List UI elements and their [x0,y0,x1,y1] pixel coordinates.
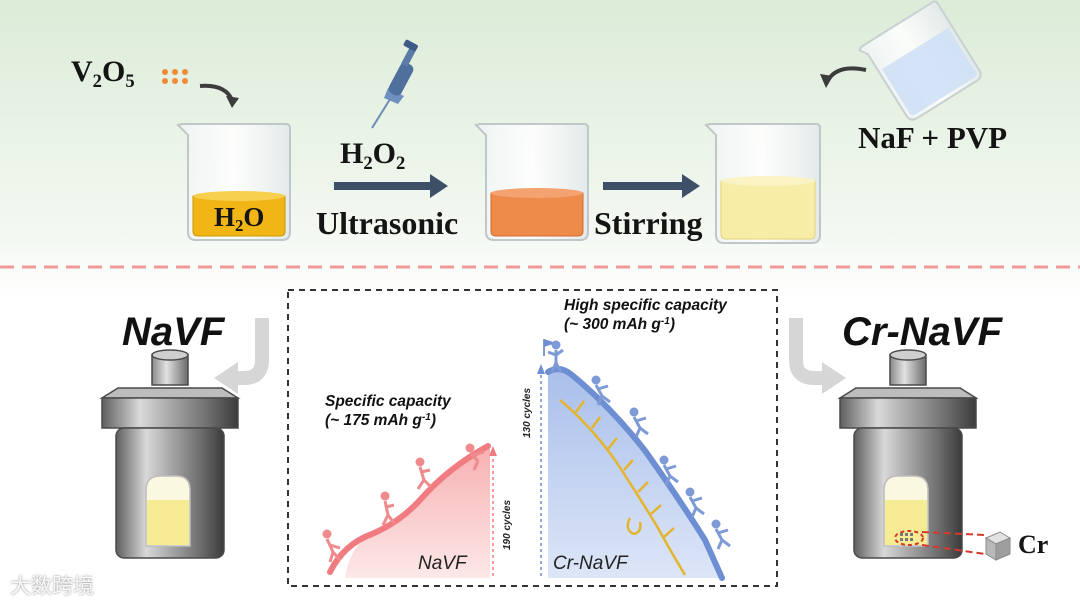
crnavf-curve-label: Cr-NaVF [553,553,628,574]
navf-cycles-label: 190 cycles [502,499,513,550]
dopant-label: Cr [1018,530,1049,559]
solvent-label: H2O [214,202,265,236]
cube-icon [984,531,1012,561]
navf-hill [327,443,491,578]
crnavf-capacity-title: High specific capacity [564,297,727,314]
step-stirring-label: Stirring [594,205,703,241]
comparison-box [287,289,778,587]
step-ultrasonic-label: Ultrasonic [316,205,459,241]
crnavf-cliff [545,366,725,581]
crnavf-cycles-label: 130 cycles [522,387,533,438]
process-arrow-1 [334,174,448,198]
ladder [559,399,687,576]
navf-capacity-annotation: Specific capacity (~ 175 mAh g-1) [325,392,451,432]
additive-label: NaF + PVP [858,120,1008,155]
crnavf-title: Cr-NaVF [842,310,1003,354]
beaker-orange [474,123,589,241]
autoclave-icon [99,349,241,559]
precursor-label: V2O5 [71,55,135,92]
beaker-pale [704,123,821,244]
beaker-water [176,123,291,241]
navf-title: NaVF [122,310,225,354]
crnavf-capacity-value: (~ 300 mAh g-1) [564,316,676,333]
climber-icon [547,340,731,550]
grey-arrow-left [214,318,269,394]
pouring-beaker-icon [858,0,982,121]
process-arrow-2 [603,174,700,198]
crnavf-capacity-annotation: High specific capacity (~ 300 mAh g-1) [564,296,727,336]
dots-icon [162,69,188,84]
curved-arrow-icon [199,83,239,108]
grey-arrow-right [789,318,846,394]
watermark: 大数跨境 [10,575,94,598]
flag-icon [543,339,556,356]
navf-capacity-value: (~ 175 mAh g-1) [325,412,437,429]
curved-arrow-icon [820,66,867,88]
climber-icon [322,443,485,563]
reagent-label: H2O2 [340,137,406,174]
navf-capacity-title: Specific capacity [325,393,451,410]
navf-curve-label: NaVF [418,553,467,574]
pipette-icon [371,39,418,129]
autoclave-icon [837,349,979,559]
